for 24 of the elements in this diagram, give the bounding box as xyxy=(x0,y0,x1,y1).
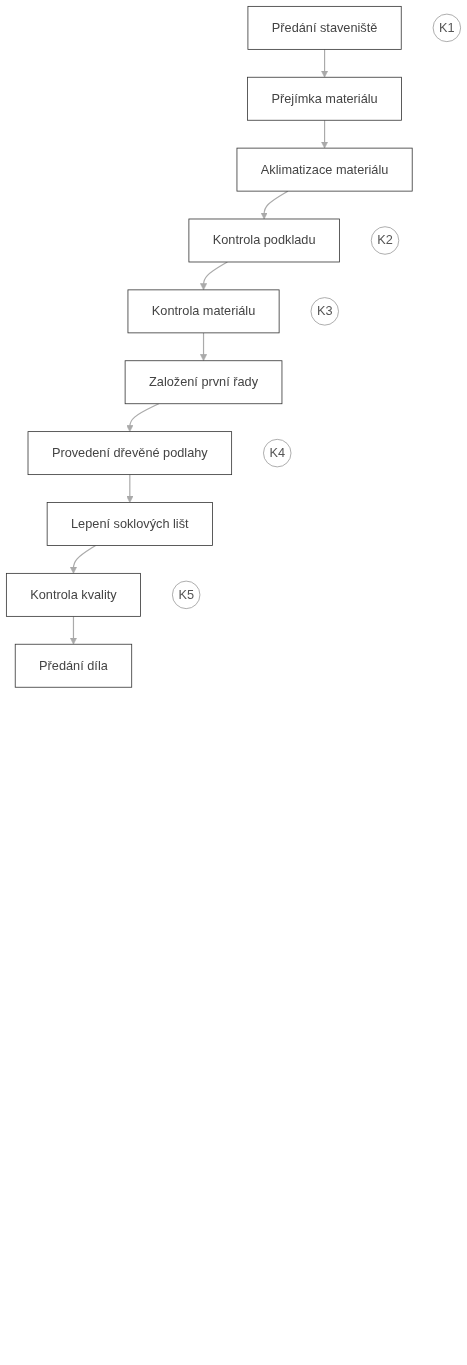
node-box: Kontrola materiálu xyxy=(127,289,280,334)
node-box: Kontrola podkladu xyxy=(188,218,340,263)
arrow xyxy=(200,261,228,291)
arrow xyxy=(260,190,289,220)
node-circle: K2 xyxy=(370,226,400,255)
node-box: Předání díla xyxy=(14,643,133,688)
node-circle: K5 xyxy=(172,580,201,610)
arrow xyxy=(69,544,97,574)
node-box: Založení první řady xyxy=(124,360,283,405)
arrow xyxy=(69,615,77,645)
arrow xyxy=(200,332,208,362)
arrow xyxy=(126,403,160,432)
node-box: Lepení soklových lišt xyxy=(46,502,213,546)
node-box: Provedení dřevěné podlahy xyxy=(27,431,233,475)
node-box: Aklimatizace materiálu xyxy=(236,147,413,192)
node-box: Předání staveniště xyxy=(247,5,402,50)
arrow xyxy=(321,48,329,78)
node-circle: K4 xyxy=(263,438,292,468)
node-box: Kontrola kvality xyxy=(5,572,141,617)
node-circle: K3 xyxy=(310,297,339,326)
node-circle: K1 xyxy=(432,13,462,43)
arrow xyxy=(126,474,134,503)
node-box: Přejímka materiálu xyxy=(247,76,402,121)
arrow xyxy=(321,119,329,149)
